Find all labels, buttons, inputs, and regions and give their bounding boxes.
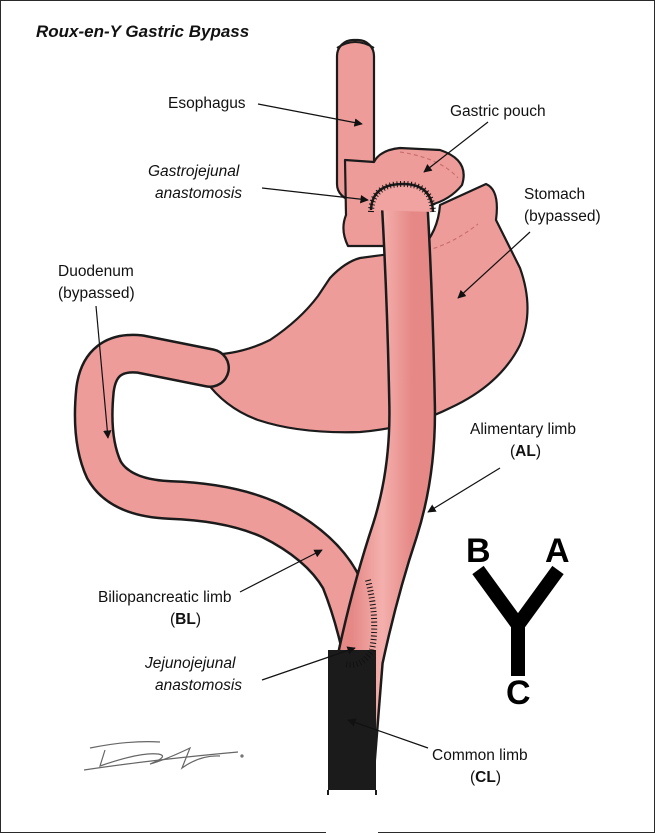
label-duodenum-2: (bypassed)	[58, 285, 135, 302]
y-label-c: C	[506, 674, 531, 712]
label-jejunojejunal-1: Jejunojejunal	[144, 655, 236, 672]
label-bilio-abbr: BL	[175, 611, 196, 628]
y-label-a: A	[545, 532, 570, 570]
label-gastric-pouch: Gastric pouch	[450, 103, 546, 120]
artist-signature	[84, 742, 243, 770]
y-limb-diagram: B A C	[466, 532, 570, 712]
svg-text:(CL): (CL)	[470, 769, 501, 786]
diagram-title: Roux-en-Y Gastric Bypass	[36, 22, 249, 41]
label-common-abbr: CL	[475, 769, 496, 786]
svg-text:(BL): (BL)	[170, 611, 201, 628]
label-duodenum-1: Duodenum	[58, 263, 134, 280]
y-label-b: B	[466, 532, 491, 570]
label-esophagus: Esophagus	[168, 95, 246, 112]
label-alimentary-abbr: AL	[515, 443, 536, 460]
svg-text:(AL): (AL)	[510, 443, 541, 460]
label-gastrojejunal-2: anastomosis	[155, 185, 242, 202]
label-alimentary-1: Alimentary limb	[470, 421, 576, 438]
label-bilio-1: Biliopancreatic limb	[98, 589, 232, 606]
label-stomach-2: (bypassed)	[524, 208, 601, 225]
label-stomach-1: Stomach	[524, 186, 585, 203]
label-common-1: Common limb	[432, 747, 528, 764]
arrow-alimentary	[428, 468, 500, 512]
label-jejunojejunal-2: anastomosis	[155, 677, 242, 694]
label-gastrojejunal-1: Gastrojejunal	[148, 163, 240, 180]
